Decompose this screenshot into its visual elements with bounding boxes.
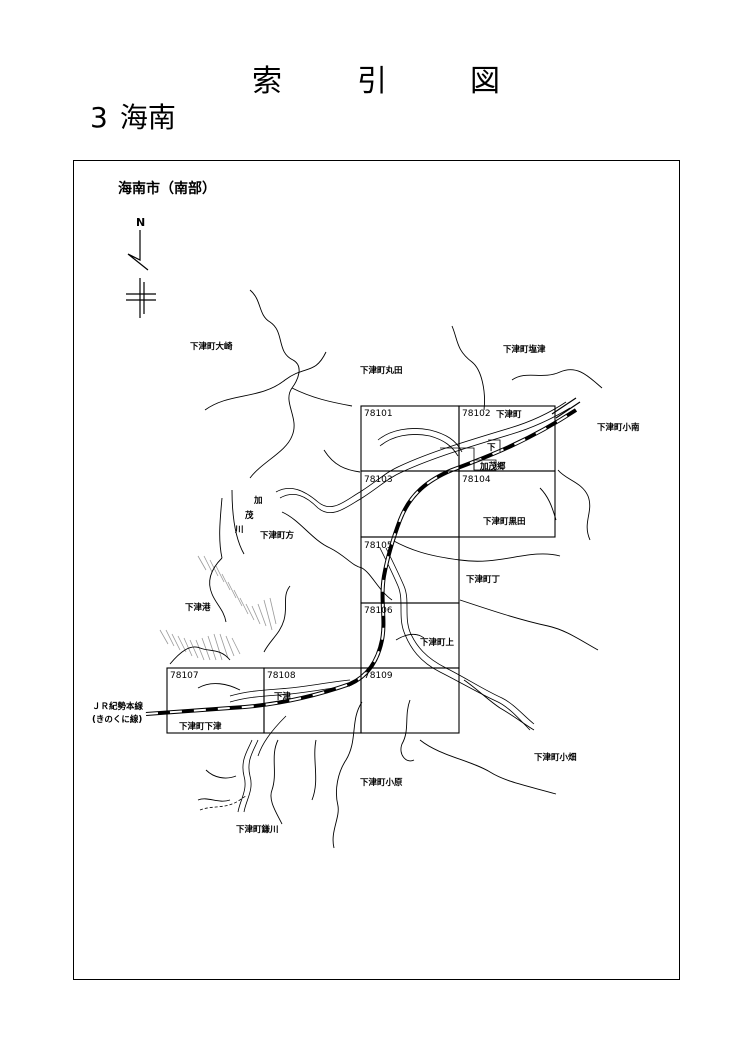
page-title: 索 引 図 [0, 62, 750, 102]
sheet-box-78109[interactable] [360, 667, 460, 734]
place-label: 加茂郷 [479, 461, 506, 472]
boundary-lines [169, 289, 603, 849]
place-label: 下津町鎌川 [236, 824, 279, 835]
place-label: 下津町 [496, 409, 522, 420]
sheet-number: 78108 [267, 671, 296, 681]
sheet-number: 78107 [170, 671, 199, 681]
sheet-numbers: 78101 78102 78103 78104 78105 78106 7810… [170, 409, 491, 681]
sheet-box-78104[interactable] [458, 470, 556, 538]
railway-line [145, 397, 581, 716]
sheet-grid [166, 405, 556, 734]
sheet-number: 78102 [462, 409, 491, 419]
sheet-number: 78109 [364, 671, 393, 681]
river-label: 川 [234, 525, 244, 535]
sheet-number: 78101 [364, 409, 393, 419]
place-label: 下津町塩津 [503, 344, 546, 355]
river-label: 茂 [244, 510, 254, 521]
section-heading: 3 海南 [90, 100, 176, 136]
place-label: 下津町方 [260, 530, 295, 541]
place-label: 下津港 [185, 602, 211, 613]
place-label: 下 [487, 443, 496, 453]
sheet-number: 78106 [364, 606, 393, 616]
map-frame [73, 160, 680, 980]
place-label: 下津 [274, 691, 292, 702]
sheet-number: 78103 [364, 475, 393, 485]
section-number: 3 [90, 101, 108, 134]
place-label: 下津町丸田 [360, 365, 403, 376]
sheet-number: 78104 [462, 475, 491, 485]
place-labels: 下津町大崎 下津町丸田 下津町塩津 下津町小南 下津町 下 加茂郷 下津町黒田 … [92, 341, 640, 835]
railway-label: (きのくに線) [92, 714, 142, 725]
section-name: 海南 [119, 101, 176, 134]
title-char-3: 図 [470, 64, 500, 99]
station-area-outline [440, 439, 501, 471]
place-label: 下津町大崎 [190, 341, 233, 352]
place-label: 下津町下津 [179, 721, 222, 732]
road-lines [199, 401, 571, 813]
title-char-2: 引 [357, 64, 387, 99]
title-char-1: 索 [252, 64, 282, 99]
north-arrow-icon: N [126, 216, 156, 318]
place-label: 下津町小原 [360, 777, 403, 788]
place-label: 下津町小畑 [534, 752, 577, 763]
map-region-title: 海南市（南部） [118, 181, 216, 197]
river-label: 加 [253, 495, 263, 506]
place-label: 下津町黒田 [483, 516, 526, 527]
place-label: 下津町小南 [597, 422, 640, 433]
place-label: 下津町丁 [466, 574, 501, 585]
railway-label: ＪＲ紀勢本線 [92, 701, 144, 712]
north-label: N [136, 216, 145, 229]
sheet-number: 78105 [364, 541, 393, 551]
place-label: 下津町上 [420, 637, 455, 648]
port-hatching [159, 555, 277, 661]
